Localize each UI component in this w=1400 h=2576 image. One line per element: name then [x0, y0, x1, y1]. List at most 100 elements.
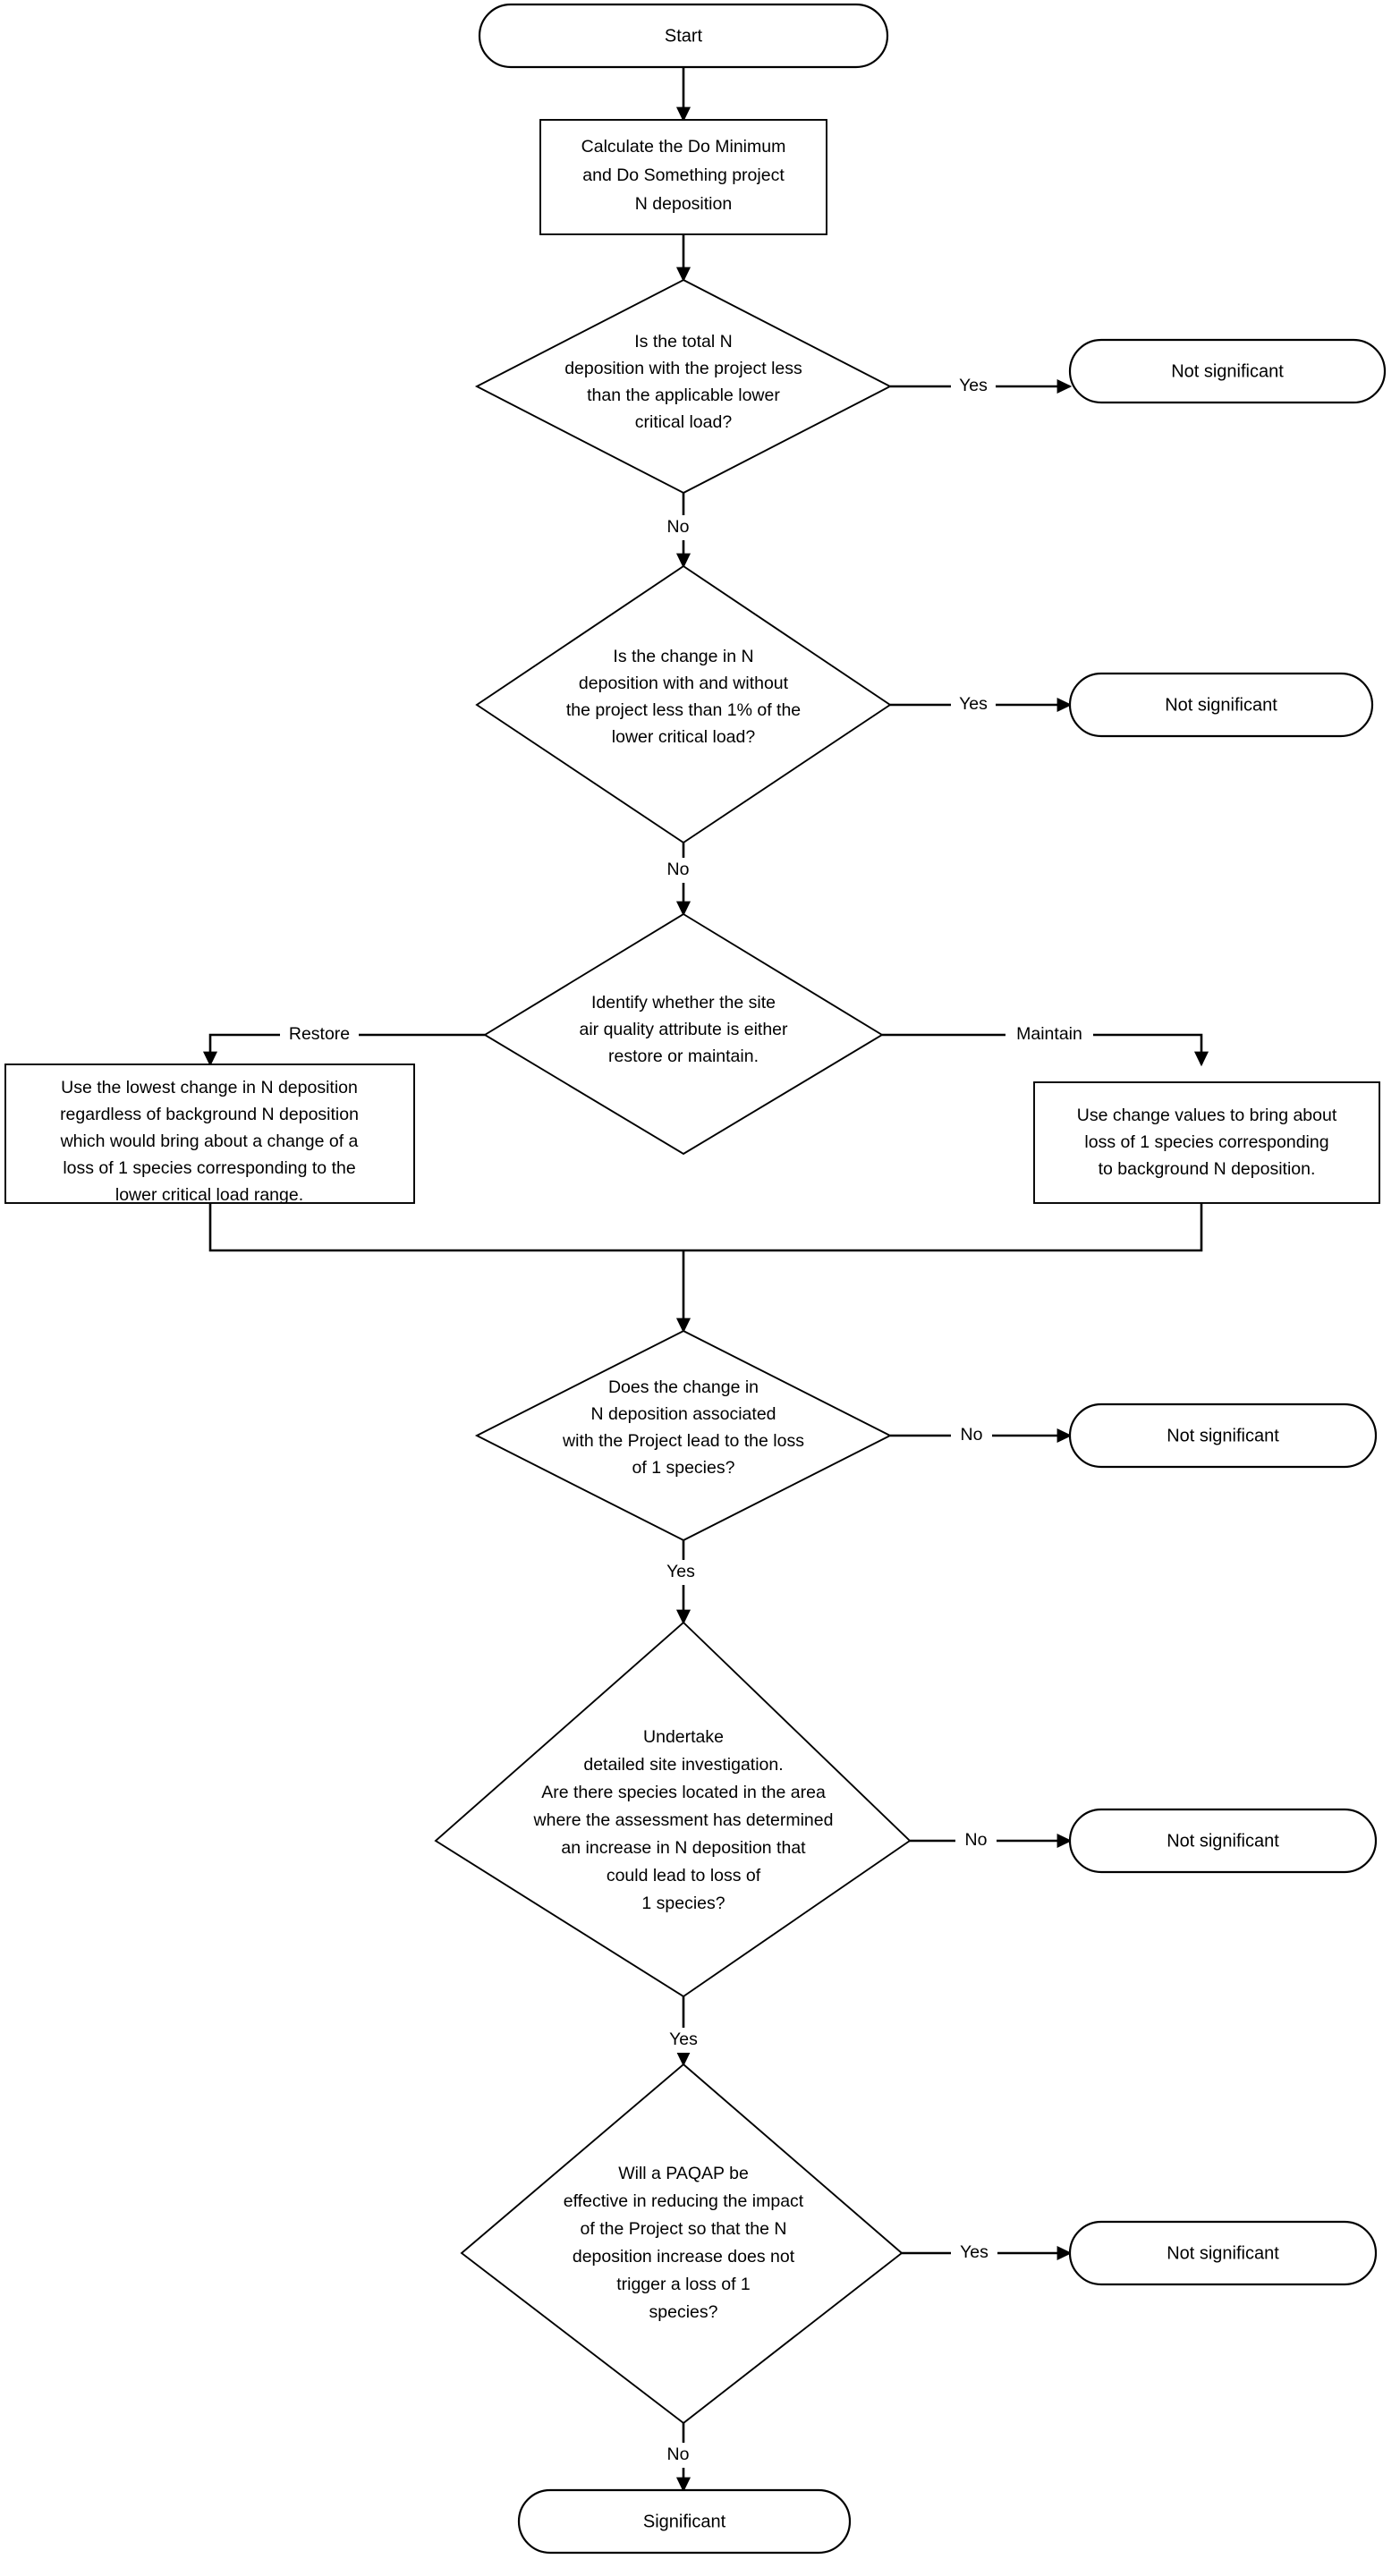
decision-loss-species-line-3: with the Project lead to the loss [562, 1431, 804, 1451]
attribute-maintain-label-bg [1005, 1022, 1093, 1047]
decision-attribute-line-3: restore or maintain. [608, 1046, 759, 1066]
connector-maintain-to-merge [683, 1203, 1203, 1252]
total-n-yes-label-bg [951, 374, 996, 399]
process-maintain-line-2: loss of 1 species corresponding [1084, 1132, 1328, 1152]
decision-paqap-shape [460, 2063, 904, 2425]
paqap-no-label-bg [658, 2443, 698, 2468]
total-n-no-label-bg [658, 515, 698, 540]
site-investigation-no-label-bg [955, 1828, 997, 1853]
edge-label-attribute-restore: Restore [280, 1022, 359, 1047]
significant-shape [517, 2488, 852, 2555]
loss-species-no-label: No [961, 1425, 983, 1445]
paqap-no-label: No [667, 2445, 690, 2464]
not-significant-3-label: Not significant [1167, 1426, 1279, 1445]
node-decision-total-n[interactable]: Is the total N deposition with the proje… [474, 278, 893, 495]
decision-total-n-shape [474, 278, 893, 495]
node-decision-paqap[interactable]: Will a PAQAP be effective in reducing th… [460, 2063, 904, 2425]
process-maintain-line-1: Use change values to bring about [1077, 1106, 1337, 1125]
calculate-line-2: and Do Something project [582, 165, 785, 185]
total-n-no-label: No [667, 517, 690, 537]
not-significant-2-label: Not significant [1165, 695, 1277, 715]
not-significant-2-shape [1068, 672, 1374, 738]
node-process-maintain[interactable]: Use change values to bring about loss of… [1033, 1081, 1380, 1204]
decision-change-1pct-line-2: deposition with and without [579, 674, 789, 693]
decision-site-investigation-line-5: an increase in N deposition that [561, 1838, 806, 1858]
edge-label-site-investigation-no: No [955, 1828, 997, 1853]
connector-restore-to-merge [208, 1203, 683, 1252]
process-restore-line-3: which would bring about a change of a [60, 1131, 359, 1151]
node-outcome-not-significant-5[interactable]: Not significant [1068, 2220, 1378, 2286]
change-1pct-no-label: No [667, 860, 690, 879]
not-significant-3-shape [1068, 1402, 1378, 1469]
node-outcome-not-significant-4[interactable]: Not significant [1068, 1808, 1378, 1874]
not-significant-4-shape [1068, 1808, 1378, 1874]
decision-loss-species-line-2: N deposition associated [590, 1404, 776, 1424]
decision-paqap-line-1: Will a PAQAP be [618, 2164, 749, 2183]
node-process-restore[interactable]: Use the lowest change in N deposition re… [4, 1063, 415, 1205]
significant-label: Significant [643, 2512, 726, 2531]
decision-loss-species-line-1: Does the change in [608, 1377, 759, 1397]
decision-total-n-line-2: deposition with the project less [564, 359, 802, 378]
process-restore-line-4: loss of 1 species corresponding to the [63, 1158, 355, 1178]
node-outcome-significant[interactable]: Significant [517, 2488, 852, 2555]
decision-total-n-line-4: critical load? [635, 412, 733, 432]
decision-site-investigation-line-7: 1 species? [641, 1894, 725, 1913]
edge-label-total-n-no: No [658, 515, 698, 540]
node-decision-change-1pct[interactable]: Is the change in N deposition with and w… [475, 564, 892, 844]
site-investigation-no-label: No [965, 1830, 988, 1850]
edge-label-loss-species-yes: Yes [658, 1560, 704, 1585]
node-outcome-not-significant-1[interactable]: Not significant [1068, 338, 1387, 404]
process-maintain-line-3: to background N deposition. [1099, 1159, 1316, 1179]
not-significant-5-label: Not significant [1167, 2243, 1279, 2263]
loss-species-yes-label: Yes [666, 1562, 695, 1581]
node-outcome-not-significant-3[interactable]: Not significant [1068, 1402, 1378, 1469]
decision-paqap-line-2: effective in reducing the impact [564, 2191, 804, 2211]
connector-attribute-restore [202, 1033, 485, 1067]
attribute-restore-label-bg [280, 1022, 359, 1047]
node-decision-attribute[interactable]: Identify whether the site air quality at… [483, 912, 884, 1156]
decision-site-investigation-shape [434, 1621, 912, 1998]
decision-paqap-line-4: deposition increase does not [573, 2247, 795, 2267]
total-n-yes-label: Yes [959, 376, 988, 395]
decision-paqap-line-5: trigger a loss of 1 [616, 2275, 751, 2294]
decision-attribute-line-2: air quality attribute is either [579, 1020, 788, 1039]
not-significant-5-shape [1068, 2220, 1378, 2286]
decision-site-investigation-line-3: Are there species located in the area [541, 1783, 826, 1802]
node-decision-loss-species[interactable]: Does the change in N deposition associat… [474, 1329, 893, 1542]
decision-attribute-shape [483, 912, 884, 1156]
decision-change-1pct-line-4: lower critical load? [612, 727, 756, 747]
not-significant-1-label: Not significant [1171, 361, 1284, 381]
edge-label-loss-species-no: No [951, 1423, 992, 1448]
edge-label-total-n-yes: Yes [951, 374, 996, 399]
node-outcome-not-significant-2[interactable]: Not significant [1068, 672, 1374, 738]
site-investigation-yes-label-bg [660, 2028, 707, 2053]
edge-label-change-1pct-yes: Yes [951, 692, 996, 717]
paqap-yes-label: Yes [960, 2242, 988, 2262]
calculate-line-1: Calculate the Do Minimum [581, 137, 786, 157]
start-shape [478, 3, 889, 69]
process-maintain-shape [1033, 1081, 1380, 1204]
decision-loss-species-line-4: of 1 species? [632, 1458, 735, 1478]
decision-paqap-line-6: species? [649, 2302, 718, 2322]
not-significant-1-shape [1068, 338, 1387, 404]
decision-change-1pct-line-1: Is the change in N [613, 647, 753, 666]
decision-total-n-line-1: Is the total N [634, 332, 732, 352]
edge-label-paqap-yes: Yes [951, 2241, 997, 2266]
start-label: Start [665, 26, 703, 46]
decision-paqap-line-3: of the Project so that the N [581, 2219, 787, 2239]
edge-label-change-1pct-no: No [658, 858, 698, 883]
decision-loss-species-shape [474, 1329, 893, 1542]
process-restore-line-5: lower critical load range. [115, 1185, 303, 1205]
not-significant-4-label: Not significant [1167, 1831, 1279, 1851]
edge-label-site-investigation-yes: Yes [660, 2028, 707, 2053]
node-decision-site-investigation[interactable]: Undertake detailed site investigation. A… [434, 1621, 912, 1998]
node-calculate[interactable]: Calculate the Do Minimum and Do Somethin… [539, 119, 827, 235]
attribute-maintain-label: Maintain [1016, 1024, 1082, 1044]
calculate-line-3: N deposition [635, 194, 732, 214]
node-start[interactable]: Start [478, 3, 889, 69]
change-1pct-yes-label-bg [951, 692, 996, 717]
decision-change-1pct-shape [475, 564, 892, 844]
decision-attribute-line-1: Identify whether the site [591, 993, 776, 1013]
